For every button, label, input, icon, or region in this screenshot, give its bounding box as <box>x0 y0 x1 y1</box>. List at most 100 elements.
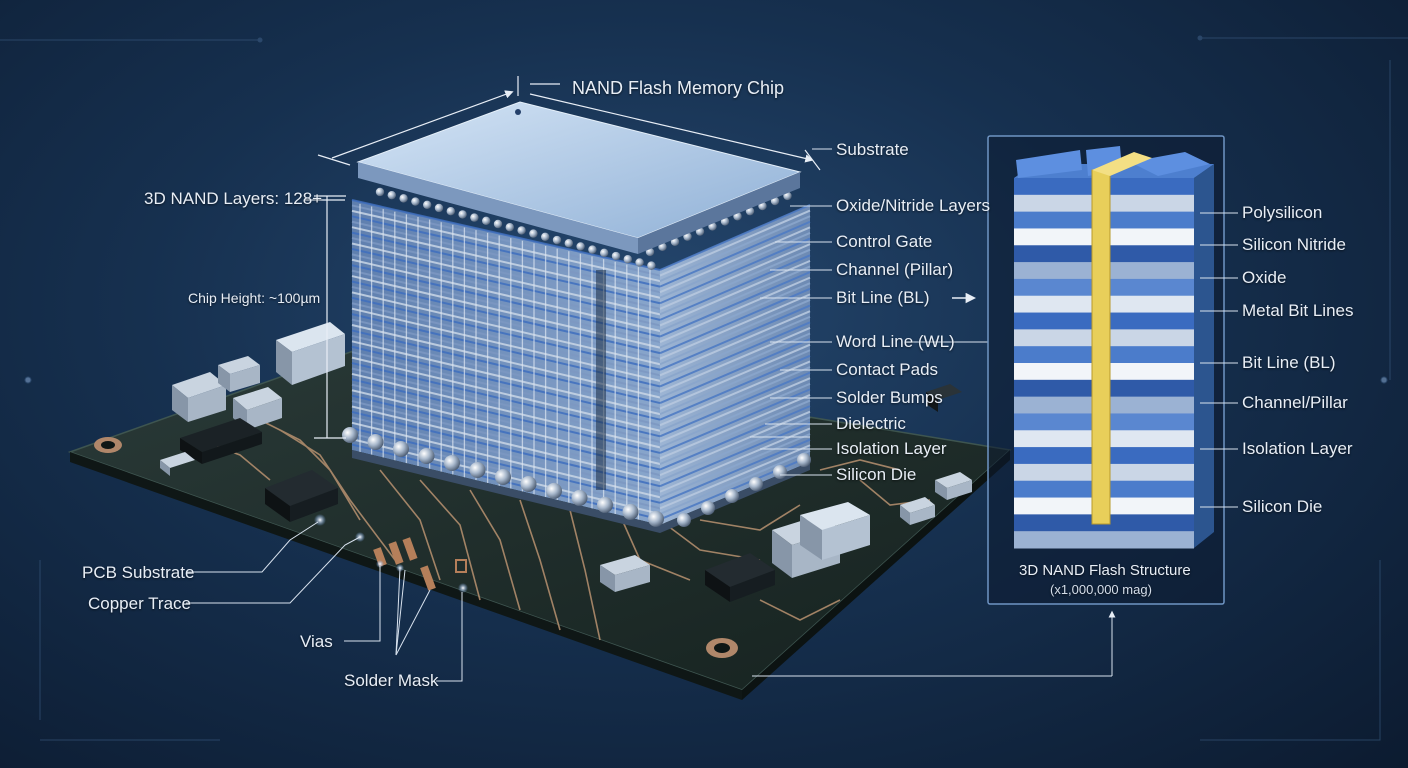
upper-solder-bump <box>399 194 408 203</box>
diagram-title: NAND Flash Memory Chip <box>572 78 785 98</box>
mounting-hole <box>706 638 738 658</box>
chip-side-layer-line <box>659 276 811 343</box>
chip-side-layer-line <box>659 326 811 393</box>
inset-top-block <box>1016 150 1082 178</box>
chip-layer-line <box>351 204 661 277</box>
inset-label-metal-bit-lines: Metal Bit Lines <box>1242 301 1354 320</box>
smd-component <box>276 322 345 385</box>
upper-solder-bump <box>635 258 644 267</box>
label-control-gate: Control Gate <box>836 232 933 251</box>
lower-solder-bump <box>701 501 715 515</box>
upper-solder-bump <box>505 223 514 232</box>
ic-component <box>265 470 338 522</box>
chip-layer-line <box>351 209 661 283</box>
chip-layer-line <box>351 280 661 355</box>
label-substrate: Substrate <box>836 140 909 159</box>
inset-label-bit-line: Bit Line (BL) <box>1242 353 1336 372</box>
smd-component <box>935 472 972 500</box>
chip-layer-line <box>351 307 661 382</box>
upper-solder-bump <box>470 213 479 222</box>
chip-layer-line <box>351 302 661 377</box>
lower-solder-bump <box>622 503 639 520</box>
label-solder-mask: Solder Mask <box>344 671 439 690</box>
upper-solder-bump <box>588 245 597 254</box>
label-oxide-nitride-layers: Oxide/Nitride Layers <box>836 196 991 215</box>
chip-side-layer-line <box>659 204 811 271</box>
chip-layer-line <box>351 242 661 316</box>
label-pcb-substrate: PCB Substrate <box>82 563 195 582</box>
lower-solder-bump <box>469 461 486 478</box>
chip-layer-line <box>351 362 661 438</box>
inset-side-face <box>1194 164 1214 548</box>
chip-side-layer-line <box>659 338 811 404</box>
chip-side-layer-line <box>659 427 811 493</box>
chip-side-layer-line <box>659 438 811 504</box>
inset-panel <box>987 135 1238 605</box>
inset-label-polysilicon: Polysilicon <box>1242 203 1323 222</box>
chip-side-layer-line <box>659 265 811 332</box>
chip-layer-line <box>351 329 661 405</box>
smd-component <box>600 555 650 592</box>
chip-layer-line <box>351 285 661 360</box>
label-vias: Vias <box>300 632 333 651</box>
chip-layer-line <box>351 400 661 477</box>
label-channel-pillar: Channel (Pillar) <box>836 260 954 279</box>
chip-layer-line <box>351 367 661 443</box>
chip-side-layer-line <box>659 371 811 438</box>
chip-layer-line <box>351 356 661 432</box>
upper-solder-bump <box>564 239 573 248</box>
inset-label-isolation-layer: Isolation Layer <box>1242 439 1353 458</box>
chip-side-layer-line <box>659 226 811 294</box>
inset-label-channel-pillar: Channel/Pillar <box>1242 393 1348 412</box>
lower-solder-bump <box>677 513 691 527</box>
chip-side-layer-line <box>659 220 811 288</box>
upper-solder-bump <box>647 261 656 270</box>
chip-layer-line <box>351 340 661 416</box>
label-dielectric: Dielectric <box>836 414 906 433</box>
upper-solder-bump <box>446 206 455 216</box>
chip-layer-line <box>351 345 661 421</box>
inset-layer <box>1014 531 1194 549</box>
label-solder-bumps: Solder Bumps <box>836 388 943 407</box>
label-contact-pads: Contact Pads <box>836 360 939 379</box>
height-annotation: Chip Height: ~100µm <box>188 290 321 306</box>
chip-layer-line <box>351 324 661 399</box>
chip-layer-line <box>351 416 661 493</box>
lower-solder-bump <box>342 427 358 443</box>
chip-side-layer-line <box>659 310 811 377</box>
inset-label-oxide: Oxide <box>1242 268 1287 287</box>
chip-channel-slot <box>596 270 606 490</box>
board-label-leaders <box>186 521 463 682</box>
chip-layer-line <box>351 269 661 344</box>
label-word-line: Word Line (WL) <box>836 332 955 351</box>
label-silicon-die: Silicon Die <box>836 465 917 484</box>
chip-side-layer-line <box>659 421 811 488</box>
chip-layer-line <box>351 247 661 321</box>
chip-layer-line <box>351 215 661 288</box>
ic-component <box>705 553 775 602</box>
chip-stack-side <box>659 204 811 525</box>
lower-solder-bump <box>648 510 664 527</box>
chip-layer-line <box>351 296 661 371</box>
chip-layer-line <box>351 421 661 499</box>
chip-layer-line <box>351 291 661 366</box>
lower-solder-bump <box>546 482 562 499</box>
lower-solder-bump <box>393 440 409 457</box>
label-bit-line: Bit Line (BL) <box>836 288 930 307</box>
chip-side-layer-line <box>659 388 811 454</box>
chip-side-layer-line <box>659 382 811 449</box>
smd-component <box>160 452 195 476</box>
inset-layer-stack <box>1014 146 1214 549</box>
inset-top-block <box>1130 152 1210 176</box>
chip-layer-line <box>351 313 661 388</box>
chip-side-layer-line <box>659 209 811 277</box>
chip-side-layer-line <box>659 282 811 349</box>
chip-layer-line <box>351 258 661 332</box>
chip-side-layer-line <box>659 293 811 360</box>
chip-side-layer-line <box>659 215 811 283</box>
chip-side-layer-line <box>659 254 811 321</box>
chip-layer-line <box>351 351 661 427</box>
chip-layer-line <box>351 394 661 471</box>
chip-side-layer-line <box>659 349 811 416</box>
